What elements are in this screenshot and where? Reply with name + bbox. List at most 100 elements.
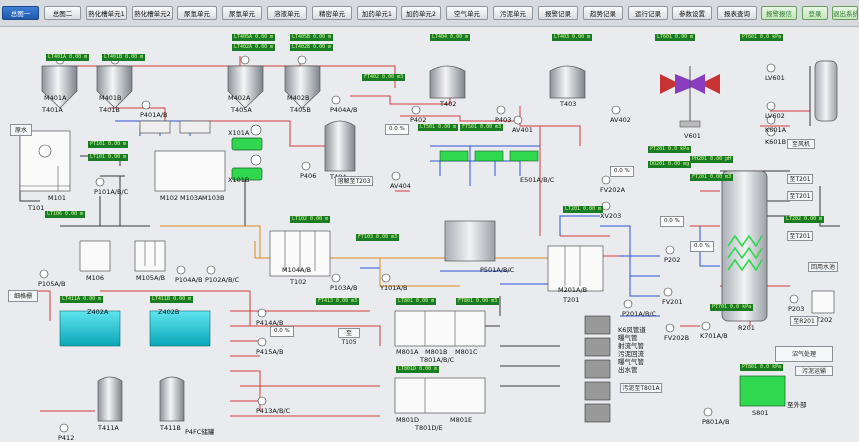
- reuse-pool-box[interactable]: 回用水池: [808, 262, 838, 272]
- nav-button[interactable]: 加药单元1: [357, 6, 397, 20]
- equipment-label: Z402A: [87, 308, 109, 316]
- nav-button[interactable]: 报警报信: [761, 6, 797, 20]
- pump-icon[interactable]: [59, 423, 69, 433]
- pump-icon[interactable]: [703, 407, 713, 417]
- equipment-label: Z402B: [158, 308, 180, 316]
- tank-label-m104: M104A/B: [282, 266, 312, 274]
- valve-position-readout[interactable]: 0.0 %: [610, 166, 634, 177]
- pump-icon[interactable]: [331, 273, 341, 283]
- to-t201-box-1[interactable]: 至T201: [787, 174, 813, 184]
- pump-icon[interactable]: [411, 105, 421, 115]
- pump-icon[interactable]: [206, 265, 216, 275]
- legend-item: K6风管道: [618, 326, 646, 334]
- nav-button[interactable]: 参数设置: [672, 6, 712, 20]
- pipes-red: [20, 56, 810, 417]
- to-r201-box[interactable]: 至R201: [790, 316, 818, 326]
- nav-button[interactable]: 总图一: [2, 6, 39, 20]
- valve-position-readout[interactable]: 0.0 %: [270, 326, 294, 337]
- sludge-to-t801-box[interactable]: 污泥至T801A: [620, 383, 662, 393]
- pump-icon[interactable]: [257, 337, 267, 347]
- nav-button[interactable]: 报警记录: [538, 6, 578, 20]
- pump-icon[interactable]: [665, 323, 675, 333]
- pump-icon[interactable]: [766, 101, 776, 111]
- pump-icon[interactable]: [601, 201, 611, 211]
- instrument-tag: PT201 0.0 kPa: [648, 146, 692, 153]
- z402-tanks: [59, 310, 211, 347]
- pump-icon[interactable]: [39, 269, 49, 279]
- pump-icon[interactable]: [766, 63, 776, 73]
- pump-icon[interactable]: [611, 105, 621, 115]
- tank-label-m402b: M402B: [287, 94, 310, 102]
- nav-button[interactable]: 熟化槽单元1: [86, 6, 127, 20]
- pump-icon[interactable]: [95, 177, 105, 187]
- tank-label-m101: M101: [48, 194, 67, 202]
- pump-icon[interactable]: [381, 273, 391, 283]
- sludge-transport-box[interactable]: 污泥运输: [795, 366, 833, 376]
- pump-label: LV602: [765, 112, 785, 120]
- nav-button[interactable]: 加药单元2: [401, 6, 441, 20]
- instrument-tag: LT106 0.00 m: [45, 211, 86, 218]
- pump-label: AV402: [610, 116, 631, 124]
- biogas-box[interactable]: 沼气处理: [775, 346, 833, 362]
- to-t201-box-2[interactable]: 至T201: [787, 191, 813, 201]
- pump-icon[interactable]: [301, 161, 311, 171]
- pump-icon[interactable]: [766, 115, 776, 125]
- tank-label-m801c: M801C: [455, 348, 478, 356]
- r201-column: [721, 170, 768, 322]
- equipment-label: E501A/B/C: [520, 176, 555, 184]
- pump-icon[interactable]: [496, 105, 506, 115]
- pump-icon[interactable]: [665, 245, 675, 255]
- pump-icon[interactable]: [601, 175, 611, 185]
- tank-label-m106: M106: [86, 274, 105, 282]
- pid-diagram: [19, 55, 840, 433]
- valve-position-readout[interactable]: 0.0 %: [385, 124, 409, 135]
- valve-position-readout[interactable]: 0.0 %: [690, 241, 714, 252]
- instrument-tag: LT404 0.00 m: [430, 34, 471, 41]
- nav-button[interactable]: 精密单元: [312, 6, 352, 20]
- nav-button[interactable]: 空气单元: [446, 6, 488, 20]
- nav-button[interactable]: 尿氢单元: [222, 6, 262, 20]
- pump-icon[interactable]: [331, 95, 341, 105]
- tank-label-s801: S801: [752, 409, 769, 417]
- to-t105-box[interactable]: 至T105: [338, 328, 360, 346]
- nav-button[interactable]: 污泥单元: [493, 6, 533, 20]
- tank-label-t401a: T401A: [42, 106, 63, 114]
- pump-icon[interactable]: [257, 308, 267, 318]
- pump-label: P415A/B: [256, 348, 284, 356]
- nav-button[interactable]: 尿氢单元: [177, 6, 217, 20]
- valve-position-readout[interactable]: 0.0 %: [660, 216, 684, 227]
- t202-box: [811, 290, 835, 314]
- to-t203-box[interactable]: 溶解至T203: [335, 176, 373, 186]
- legend-item: 曝气管: [618, 334, 638, 342]
- pump-icon[interactable]: [257, 396, 267, 406]
- pump-icon[interactable]: [141, 100, 151, 110]
- nav-button[interactable]: 运行记录: [628, 6, 668, 20]
- pump-icon[interactable]: [701, 321, 711, 331]
- nav-button[interactable]: 溶液单元: [267, 6, 307, 20]
- nav-button[interactable]: 趋势记录: [583, 6, 623, 20]
- pump-icon[interactable]: [176, 265, 186, 275]
- pump-icon[interactable]: [623, 299, 633, 309]
- tank-label-x101a: X101A: [228, 129, 250, 137]
- pump-icon[interactable]: [513, 115, 523, 125]
- pump-icon[interactable]: [789, 294, 799, 304]
- nav-button[interactable]: 登录: [802, 6, 828, 20]
- pump-icon[interactable]: [766, 127, 776, 137]
- nav-button[interactable]: 熟化槽单元2: [132, 6, 173, 20]
- pump-icon[interactable]: [663, 287, 673, 297]
- tank-label-m402a: M402A: [228, 94, 251, 102]
- pump-label: P414A/B: [256, 319, 284, 327]
- to-t201-box-3[interactable]: 至T201: [787, 231, 813, 241]
- pump-label: AV404: [390, 182, 411, 190]
- water-inlet-box[interactable]: 原水: [10, 124, 32, 136]
- nav-button[interactable]: 报表查询: [717, 6, 757, 20]
- tank-label-m801e: M801E: [450, 416, 473, 424]
- air-flow-box[interactable]: 至风机: [787, 139, 815, 149]
- instrument-tag: LT201 0.00 m: [563, 206, 604, 213]
- nav-button[interactable]: 总图二: [44, 6, 81, 20]
- nav-button[interactable]: 退出系统: [832, 6, 858, 20]
- pump-icon[interactable]: [391, 171, 401, 181]
- grille-box[interactable]: 细格栅: [8, 290, 38, 302]
- pump-label: P412: [58, 434, 75, 442]
